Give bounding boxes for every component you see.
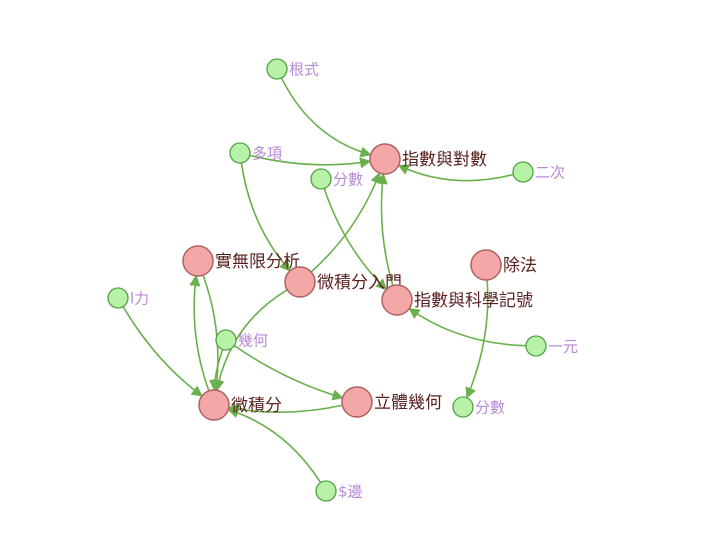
- edge-calc-intro-to-exp-log: [310, 171, 382, 273]
- node-geometry[interactable]: 幾何: [215, 329, 268, 351]
- node-circle-sci-notation[interactable]: [381, 284, 413, 316]
- edge-solid-geo-to-calculus: [227, 403, 343, 415]
- node-circle-calculus[interactable]: [198, 389, 230, 421]
- node-sides[interactable]: $邊: [315, 480, 363, 502]
- node-label-geometry: 幾何: [238, 332, 268, 350]
- node-label-solid-geo: 立體幾何: [374, 393, 442, 413]
- node-circle-infinity[interactable]: [182, 245, 214, 277]
- node-label-sci-notation: 指數與科學記號: [414, 291, 533, 311]
- node-solid-geo[interactable]: 立體幾何: [341, 386, 442, 418]
- node-division[interactable]: 除法: [470, 249, 537, 281]
- node-label-quadratic: 二次: [535, 164, 565, 182]
- node-sci-notation[interactable]: 指數與科學記號: [381, 284, 533, 316]
- edge-linear-to-sci-notation: [408, 307, 527, 347]
- edge-quadratic-to-exp-log: [397, 164, 514, 182]
- edge-geometry-to-solid-geo: [233, 344, 344, 401]
- node-frac-top[interactable]: 分數: [310, 168, 363, 190]
- edge-sci-notation-to-exp-log: [376, 172, 394, 286]
- edge-geometry-to-calculus: [209, 349, 224, 392]
- node-calc-intro[interactable]: 微積分入門: [284, 266, 402, 298]
- node-label-power: l力: [130, 290, 149, 308]
- node-label-radical: 根式: [289, 61, 319, 79]
- node-label-frac-top: 分數: [333, 171, 363, 189]
- node-circle-quadratic[interactable]: [512, 161, 534, 183]
- node-infinity[interactable]: 實無限分析: [182, 245, 300, 277]
- node-label-calc-intro: 微積分入門: [317, 273, 402, 293]
- node-label-linear: 一元: [548, 338, 578, 356]
- edge-power-to-calculus: [122, 306, 203, 397]
- edge-division-to-frac-bottom: [465, 279, 489, 399]
- edge-frac-top-to-sci-notation: [323, 188, 388, 291]
- edge-layer: [122, 77, 527, 484]
- node-circle-geometry[interactable]: [215, 329, 237, 351]
- node-circle-radical[interactable]: [266, 58, 288, 80]
- node-circle-power[interactable]: [107, 287, 129, 309]
- edge-calculus-to-infinity: [189, 274, 210, 392]
- node-circle-exp-log[interactable]: [369, 143, 401, 175]
- edge-poly-to-calc-intro: [240, 162, 291, 272]
- node-linear[interactable]: 一元: [525, 335, 578, 357]
- edge-calc-intro-to-calculus: [213, 289, 288, 392]
- edge-radical-to-exp-log: [280, 77, 372, 158]
- node-label-poly: 多項: [252, 145, 282, 163]
- node-quadratic[interactable]: 二次: [512, 161, 565, 183]
- node-circle-sides[interactable]: [315, 480, 337, 502]
- node-circle-division[interactable]: [470, 249, 502, 281]
- node-radical[interactable]: 根式: [266, 58, 319, 80]
- node-label-infinity: 實無限分析: [215, 252, 300, 272]
- node-circle-frac-bottom[interactable]: [452, 396, 474, 418]
- node-poly[interactable]: 多項: [229, 142, 282, 164]
- node-circle-calc-intro[interactable]: [284, 266, 316, 298]
- node-label-division: 除法: [503, 256, 537, 276]
- node-circle-linear[interactable]: [525, 335, 547, 357]
- edge-infinity-to-calculus: [202, 274, 223, 392]
- node-exp-log[interactable]: 指數與對數: [369, 143, 487, 175]
- node-label-sides: $邊: [338, 483, 363, 501]
- edge-poly-to-exp-log: [249, 154, 372, 169]
- node-circle-frac-top[interactable]: [310, 168, 332, 190]
- node-label-frac-bottom: 分數: [475, 399, 505, 417]
- node-label-calculus: 微積分: [231, 396, 282, 416]
- node-label-exp-log: 指數與對數: [402, 150, 487, 170]
- node-frac-bottom[interactable]: 分數: [452, 396, 505, 418]
- node-power[interactable]: l力: [107, 287, 149, 309]
- edge-sides-to-calculus: [227, 407, 322, 484]
- node-calculus[interactable]: 微積分: [198, 389, 282, 421]
- node-circle-solid-geo[interactable]: [341, 386, 373, 418]
- node-circle-poly[interactable]: [229, 142, 251, 164]
